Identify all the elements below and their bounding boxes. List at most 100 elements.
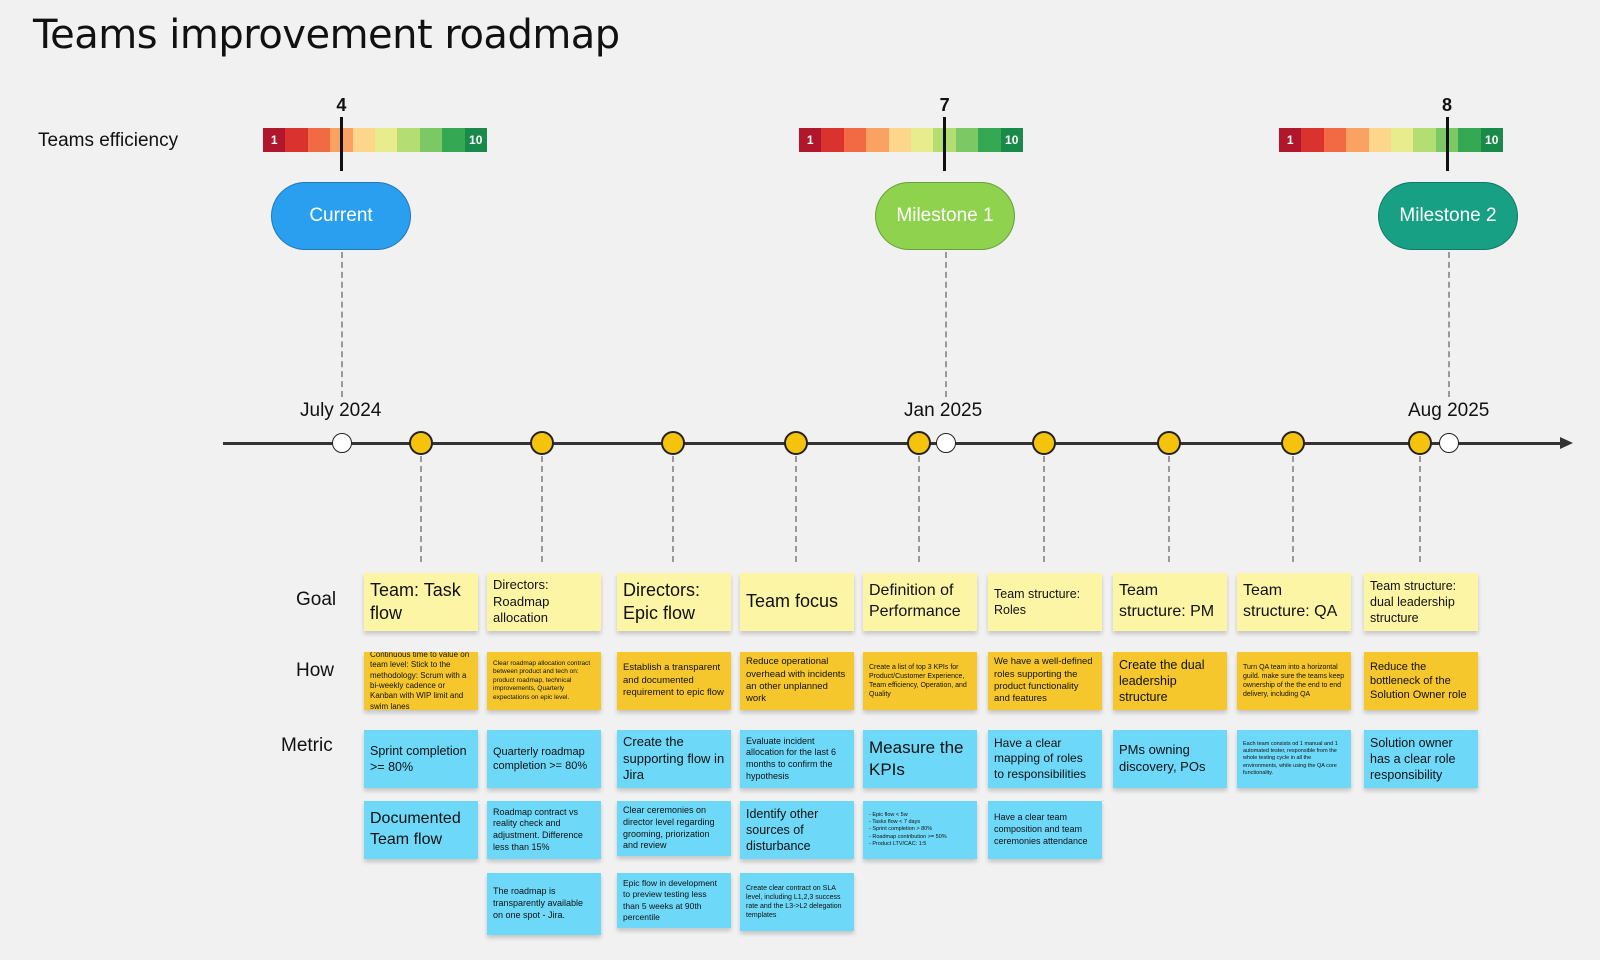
metric-note[interactable]: Identify other sources of disturbance — [740, 801, 854, 859]
scale-cell: 10 — [1480, 128, 1503, 152]
scale-score: 7 — [939, 95, 950, 115]
timeline-dot[interactable] — [907, 431, 931, 455]
metric-note[interactable]: Measure the KPIs — [863, 730, 977, 788]
metric-note[interactable]: Quarterly roadmap completion >= 80% — [487, 730, 601, 788]
goal-note[interactable]: Definition of Performance — [863, 573, 977, 631]
scale-cell — [888, 128, 911, 152]
milestone-connector — [1448, 252, 1450, 397]
milestone-pill[interactable]: Current — [271, 182, 411, 250]
scale-cell — [352, 128, 375, 152]
scale-cell — [1301, 128, 1324, 152]
metric-note[interactable]: The roadmap is transparently available o… — [487, 873, 601, 935]
goal-connector — [1043, 456, 1045, 562]
milestone-date: Aug 2025 — [1408, 400, 1490, 421]
efficiency-scale: 1 10 — [799, 128, 1023, 152]
metric-note[interactable]: Have a clear team composition and team c… — [988, 801, 1102, 859]
timeline-dot[interactable] — [530, 431, 554, 455]
milestone-point[interactable] — [332, 433, 352, 453]
how-note[interactable]: Turn QA team into a horizontal guild. ma… — [1237, 652, 1351, 710]
scale-cell — [442, 128, 465, 152]
goal-note[interactable]: Team: Task flow — [364, 573, 478, 631]
timeline-axis — [223, 442, 1563, 445]
scale-cell: 10 — [1000, 128, 1023, 152]
scale-cell — [1346, 128, 1369, 152]
scale-cell — [1390, 128, 1414, 152]
metric-note[interactable]: Each team consists od 1 manual and 1 aut… — [1237, 730, 1351, 788]
scale-cell — [821, 128, 844, 152]
how-note[interactable]: Reduce the bottleneck of the Solution Ow… — [1364, 652, 1478, 710]
metric-note[interactable]: PMs owning discovery, POs — [1113, 730, 1227, 788]
row-label-metric: Metric — [281, 735, 333, 756]
goal-note[interactable]: Team structure: dual leadership structur… — [1364, 573, 1478, 631]
milestone-connector — [341, 252, 343, 397]
goal-connector — [420, 456, 422, 562]
scale-cell — [866, 128, 889, 152]
timeline-dot[interactable] — [1157, 431, 1181, 455]
metric-note[interactable]: Evaluate incident allocation for the las… — [740, 730, 854, 788]
scale-cell — [910, 128, 934, 152]
goal-note[interactable]: Team structure: Roles — [988, 573, 1102, 631]
goal-note[interactable]: Directors: Roadmap allocation — [487, 573, 601, 631]
scale-cell: 10 — [464, 128, 487, 152]
scale-cell — [285, 128, 308, 152]
metric-note[interactable]: Epic flow in development to preview test… — [617, 873, 731, 928]
metric-note[interactable]: Create clear contract on SLA level, incl… — [740, 873, 854, 931]
scale-cell: 1 — [263, 128, 286, 152]
row-label-how: How — [296, 660, 335, 681]
milestone-point[interactable] — [936, 433, 956, 453]
goal-connector — [1292, 456, 1294, 562]
scale-cell — [843, 128, 867, 152]
goal-note[interactable]: Team focus — [740, 573, 854, 631]
how-note[interactable]: Continuous time to value on team level: … — [364, 652, 478, 710]
timeline-dot[interactable] — [784, 431, 808, 455]
goal-note[interactable]: Team structure: PM — [1113, 573, 1227, 631]
milestone-point[interactable] — [1439, 433, 1459, 453]
scale-marker — [339, 117, 343, 171]
metric-note[interactable]: Have a clear mapping of roles to respons… — [988, 730, 1102, 788]
scale-marker — [943, 117, 947, 171]
milestone-connector — [945, 252, 947, 397]
scale-cell — [978, 128, 1001, 152]
timeline-dot[interactable] — [409, 431, 433, 455]
how-note[interactable]: Reduce operational overhead with inciden… — [740, 652, 854, 710]
scale-cell — [1323, 128, 1347, 152]
scale-score: 8 — [1441, 95, 1452, 115]
how-note[interactable]: Create a list of top 3 KPIs for Product/… — [863, 652, 977, 710]
timeline-dot[interactable] — [661, 431, 685, 455]
row-label-goal: Goal — [296, 589, 337, 610]
goal-connector — [541, 456, 543, 562]
how-note[interactable]: Clear roadmap allocation contract betwee… — [487, 652, 601, 710]
scale-cell — [374, 128, 398, 152]
timeline-dot[interactable] — [1408, 431, 1432, 455]
metric-note[interactable]: Clear ceremonies on director level regar… — [617, 801, 731, 856]
milestone-date: Jan 2025 — [904, 400, 983, 421]
timeline-arrow — [1560, 437, 1573, 449]
metric-note[interactable]: Solution owner has a clear role responsi… — [1364, 730, 1478, 788]
scale-cell — [1413, 128, 1436, 152]
scale-score: 4 — [336, 95, 347, 115]
goal-connector — [1419, 456, 1421, 562]
milestone-pill[interactable]: Milestone 1 — [875, 182, 1015, 250]
how-note[interactable]: Create the dual leadership structure — [1113, 652, 1227, 710]
scale-cell — [419, 128, 443, 152]
metric-note[interactable]: - Epic flow < 5w - Tasks flow < 7 days -… — [863, 801, 977, 859]
goal-note[interactable]: Directors: Epic flow — [617, 573, 731, 631]
scale-cell — [1458, 128, 1481, 152]
timeline-dot[interactable] — [1032, 431, 1056, 455]
how-note[interactable]: We have a well-defined roles supporting … — [988, 652, 1102, 710]
milestone-pill[interactable]: Milestone 2 — [1378, 182, 1518, 250]
goal-connector — [795, 456, 797, 562]
goal-connector — [1168, 456, 1170, 562]
metric-note[interactable]: Create the supporting flow in Jira — [617, 730, 731, 788]
goal-note[interactable]: Team structure: QA — [1237, 573, 1351, 631]
scale-cell: 1 — [799, 128, 822, 152]
metric-note[interactable]: Roadmap contract vs reality check and ad… — [487, 801, 601, 859]
timeline-dot[interactable] — [1281, 431, 1305, 455]
scale-cell — [397, 128, 420, 152]
how-note[interactable]: Establish a transparent and documented r… — [617, 652, 731, 710]
scale-cell — [307, 128, 331, 152]
metric-note[interactable]: Documented Team flow — [364, 801, 478, 859]
metric-note[interactable]: Sprint completion >= 80% — [364, 730, 478, 788]
goal-connector — [672, 456, 674, 562]
